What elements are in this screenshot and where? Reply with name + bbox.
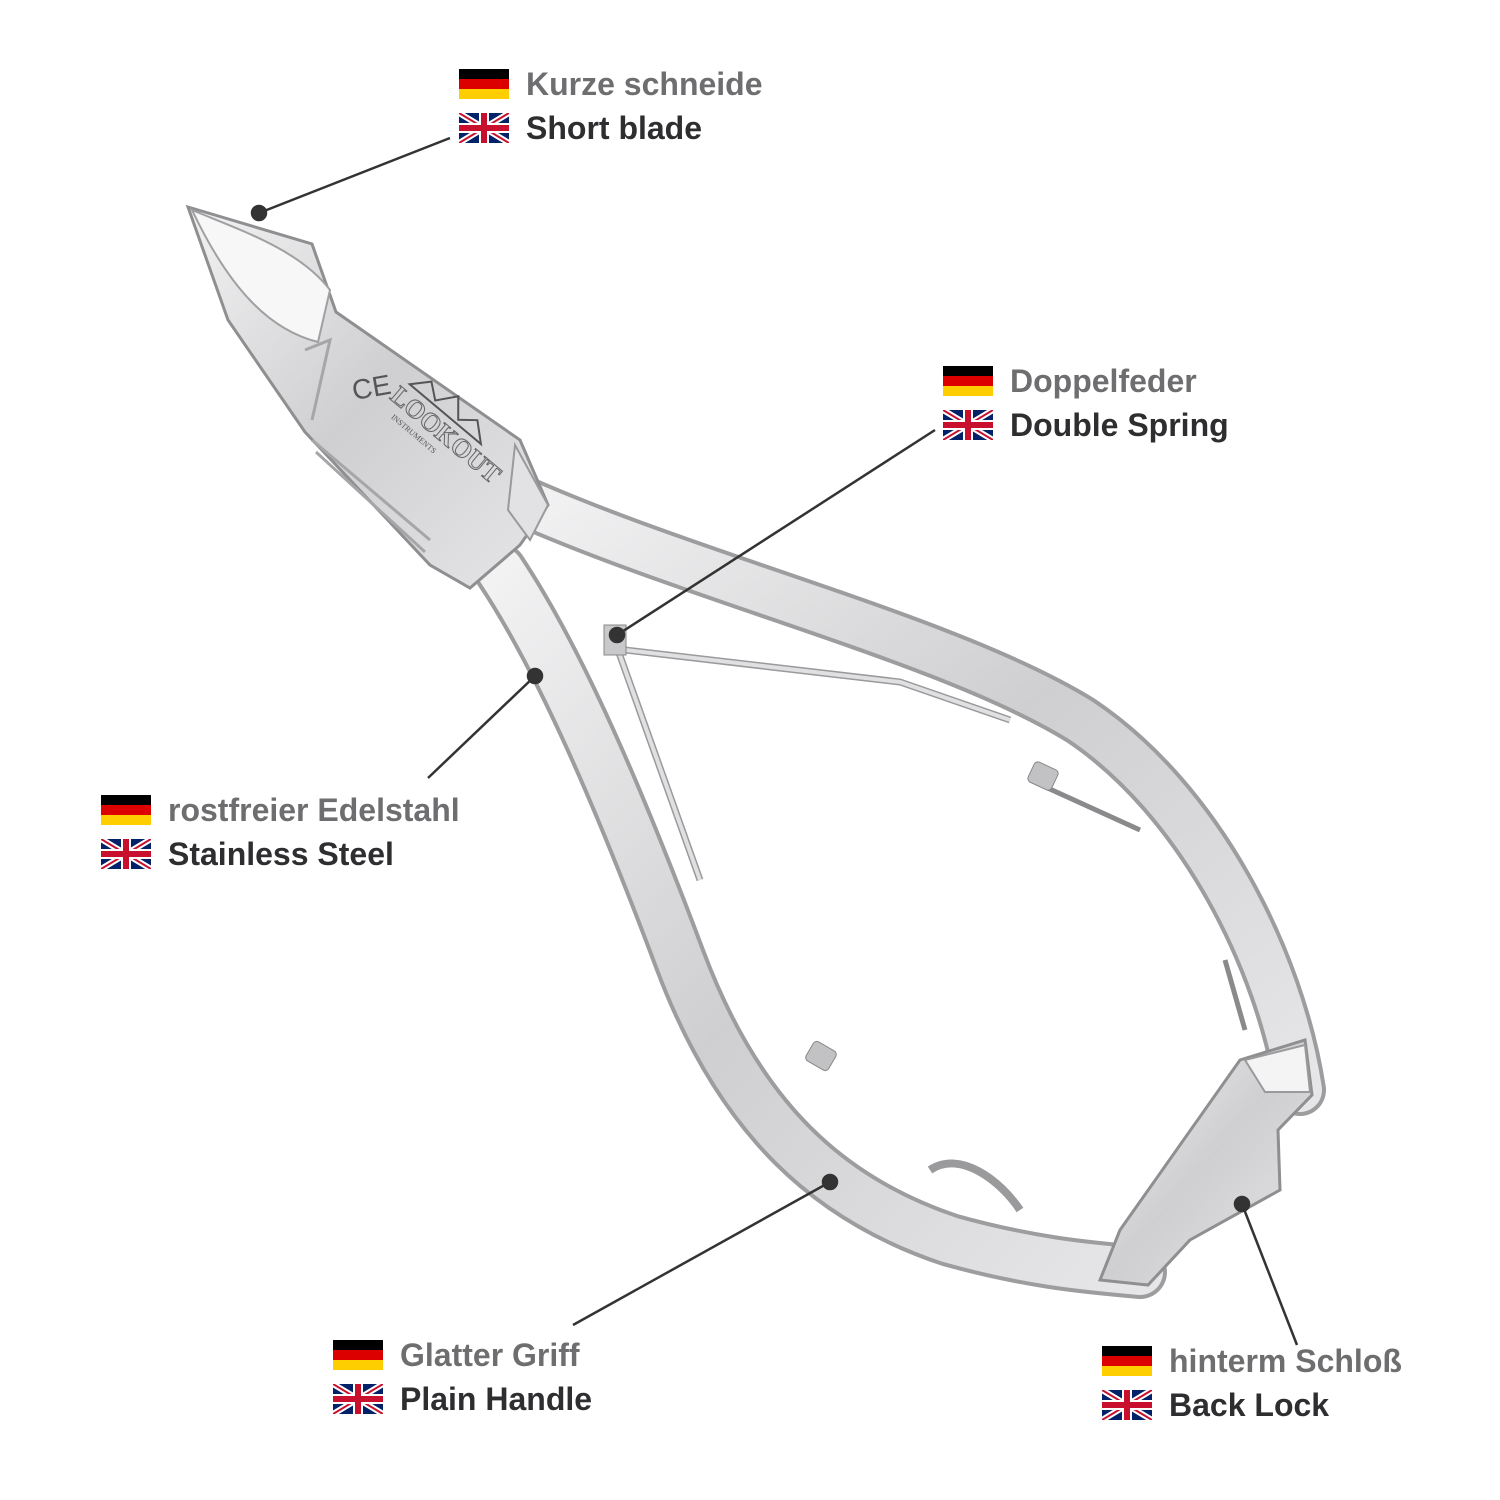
uk-flag-icon — [943, 410, 993, 440]
ce-mark: CE — [350, 369, 394, 406]
label-english: Plain Handle — [400, 1380, 593, 1417]
double-spring — [603, 624, 1012, 882]
callout-back-lock: hinterm Schloß Back Lock — [1102, 1339, 1402, 1427]
leader-dot-stainless-steel — [526, 667, 544, 685]
label-english: Short blade — [526, 109, 703, 146]
leader-line-stainless-steel — [427, 675, 536, 779]
leader-line-back-lock — [1240, 1203, 1299, 1346]
right-handle — [494, 474, 1326, 1116]
short-blade-edge — [189, 208, 332, 344]
left-handle — [473, 543, 1167, 1299]
german-flag-icon — [459, 69, 509, 99]
german-flag-icon — [333, 1340, 383, 1370]
leader-dot-double-spring — [608, 626, 626, 644]
leader-line-double-spring — [616, 428, 936, 637]
callout-stainless-steel: rostfreier Edelstahl Stainless Steel — [101, 788, 460, 876]
leader-dot-plain-handle — [821, 1173, 839, 1191]
jaw-head: CE LOOKOUT INSTRUMENTS — [185, 204, 550, 590]
leader-dot-back-lock — [1233, 1195, 1251, 1213]
german-flag-icon — [943, 366, 993, 396]
leader-line-short-blade — [258, 136, 451, 215]
callout-plain-handle: Glatter Griff Plain Handle — [333, 1333, 592, 1421]
label-english: Double Spring — [1010, 406, 1229, 443]
leader-dot-short-blade — [250, 204, 268, 222]
label-german: Kurze schneide — [526, 65, 763, 102]
callout-double-spring: Doppelfeder Double Spring — [943, 359, 1229, 447]
german-flag-icon — [101, 795, 151, 825]
back-lock — [1097, 1038, 1314, 1287]
uk-flag-icon — [101, 839, 151, 869]
german-flag-icon — [1102, 1346, 1152, 1376]
label-german: rostfreier Edelstahl — [168, 791, 460, 828]
uk-flag-icon — [459, 113, 509, 143]
label-german: hinterm Schloß — [1169, 1342, 1402, 1379]
label-english: Stainless Steel — [168, 835, 394, 872]
uk-flag-icon — [333, 1384, 383, 1414]
callout-short-blade: Kurze schneide Short blade — [459, 62, 763, 150]
label-german: Glatter Griff — [400, 1336, 580, 1373]
label-english: Back Lock — [1169, 1386, 1330, 1423]
label-german: Doppelfeder — [1010, 362, 1197, 399]
uk-flag-icon — [1102, 1390, 1152, 1420]
leader-line-plain-handle — [572, 1180, 831, 1327]
